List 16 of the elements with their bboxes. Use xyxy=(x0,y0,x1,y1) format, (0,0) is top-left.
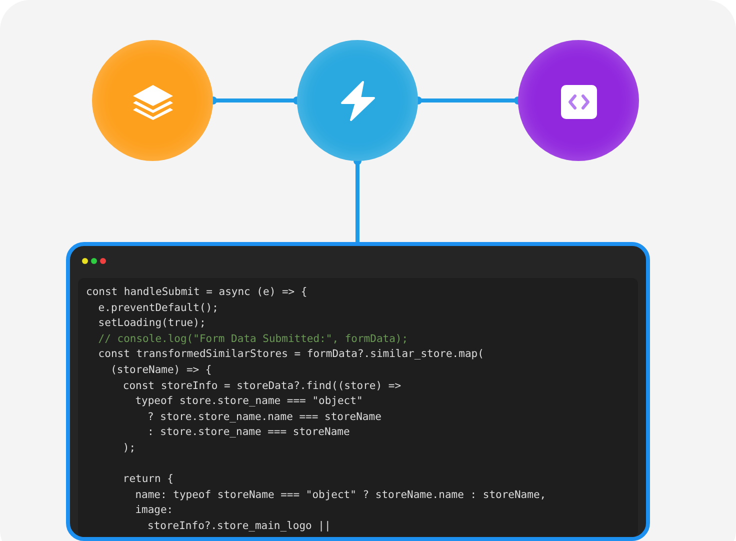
code-line: name: typeof storeName === "object" ? storeName.name : storeName, xyxy=(135,488,546,502)
code-line: : store.store_name === storeName xyxy=(148,425,350,440)
code-line: image: xyxy=(135,503,174,518)
code-line: return { xyxy=(122,472,174,486)
code-line: typeof store.store_name === "object" xyxy=(135,394,363,408)
code-line: // console.log("Form Data Submitted:", formData); xyxy=(98,332,408,346)
code-line: ? store.store_name.name === storeName xyxy=(148,410,382,424)
code-line: setLoading(true); xyxy=(98,316,206,330)
code-line: const storeInfo = storeData?.find((store) => xyxy=(122,378,402,393)
code-line: const handleSubmit = async (e) => { xyxy=(86,285,308,299)
code-line: storeInfo?.store_main_logo || xyxy=(148,519,331,533)
code-editor-window xyxy=(66,242,650,541)
code-line: e.preventDefault(); xyxy=(98,300,218,315)
code-line: (storeName) => { xyxy=(110,363,212,377)
code-line: const transformedSimilarStores = formData?.similar_store.map( xyxy=(98,347,484,362)
code-line: ); xyxy=(122,441,136,455)
